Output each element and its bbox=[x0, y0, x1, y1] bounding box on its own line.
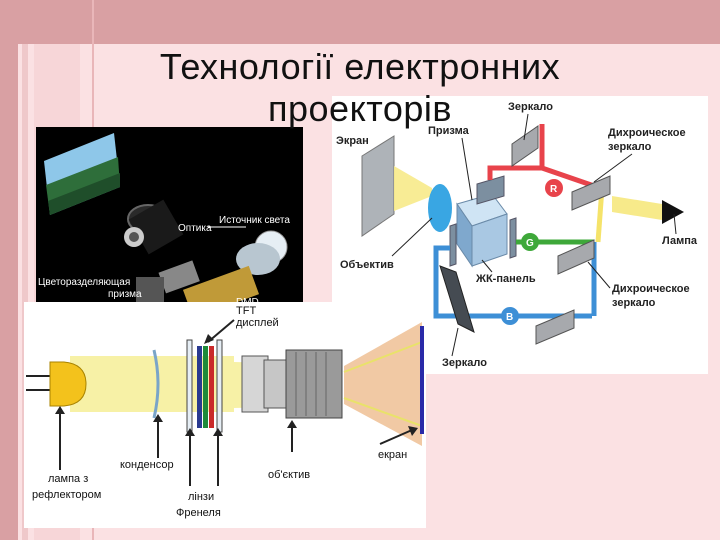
label-lamp-reflector-2: рефлектором bbox=[32, 489, 101, 501]
label-mirror-bottom: Зеркало bbox=[442, 357, 487, 369]
label-color-prism-2: призма bbox=[108, 289, 142, 300]
label-optics: Оптика bbox=[178, 223, 212, 234]
label-objective-ua: об'єктив bbox=[268, 469, 310, 481]
label-prism: Призма bbox=[428, 125, 470, 137]
label-fresnel-1: лінзи bbox=[188, 491, 214, 503]
label-dichroic-top-2: зеркало bbox=[608, 141, 652, 153]
projector-internals-photo: Оптика Источник света Цветоразделяющая п… bbox=[36, 127, 303, 307]
label-dichroic-bottom-2: зеркало bbox=[612, 297, 656, 309]
label-screen-ua: екран bbox=[378, 449, 407, 461]
label-dichroic-bottom-1: Дихроическое bbox=[612, 283, 690, 295]
label-condenser: конденсор bbox=[120, 459, 174, 471]
label-mirror-top: Зеркало bbox=[508, 101, 553, 113]
label-dichroic-top-1: Дихроическое bbox=[608, 127, 686, 139]
label-tft-2: дисплей bbox=[236, 317, 279, 329]
label-color-prism-1: Цветоразделяющая bbox=[38, 277, 130, 288]
label-screen: Экран bbox=[336, 135, 369, 147]
label-tft-1: TFT bbox=[236, 305, 256, 317]
tft-scheme-svg: TFT дисплей лампа з рефлектором конденсо… bbox=[24, 302, 426, 528]
left-decor-band bbox=[0, 0, 18, 540]
tft-projector-scheme: TFT дисплей лампа з рефлектором конденсо… bbox=[24, 302, 426, 528]
left-decor-stripe bbox=[22, 44, 28, 540]
label-lamp: Лампа bbox=[662, 235, 698, 247]
lcd-diagram-svg: R G B Экран Призма Зеркало Дихроическое … bbox=[332, 96, 708, 374]
label-objective: Объектив bbox=[340, 259, 394, 271]
label-light-source: Источник света bbox=[219, 215, 290, 226]
projector-photo-svg: Оптика Источник света Цветоразделяющая п… bbox=[36, 127, 303, 307]
label-b: B bbox=[506, 312, 513, 323]
label-lamp-reflector-1: лампа з bbox=[48, 473, 88, 485]
label-fresnel-2: Френеля bbox=[176, 507, 221, 519]
label-lcd-panel: ЖК-панель bbox=[475, 273, 536, 285]
label-g: G bbox=[526, 238, 534, 249]
top-decor-band bbox=[0, 0, 720, 44]
label-r: R bbox=[550, 184, 558, 195]
slide-title: Технології електронних проекторів bbox=[159, 46, 561, 129]
